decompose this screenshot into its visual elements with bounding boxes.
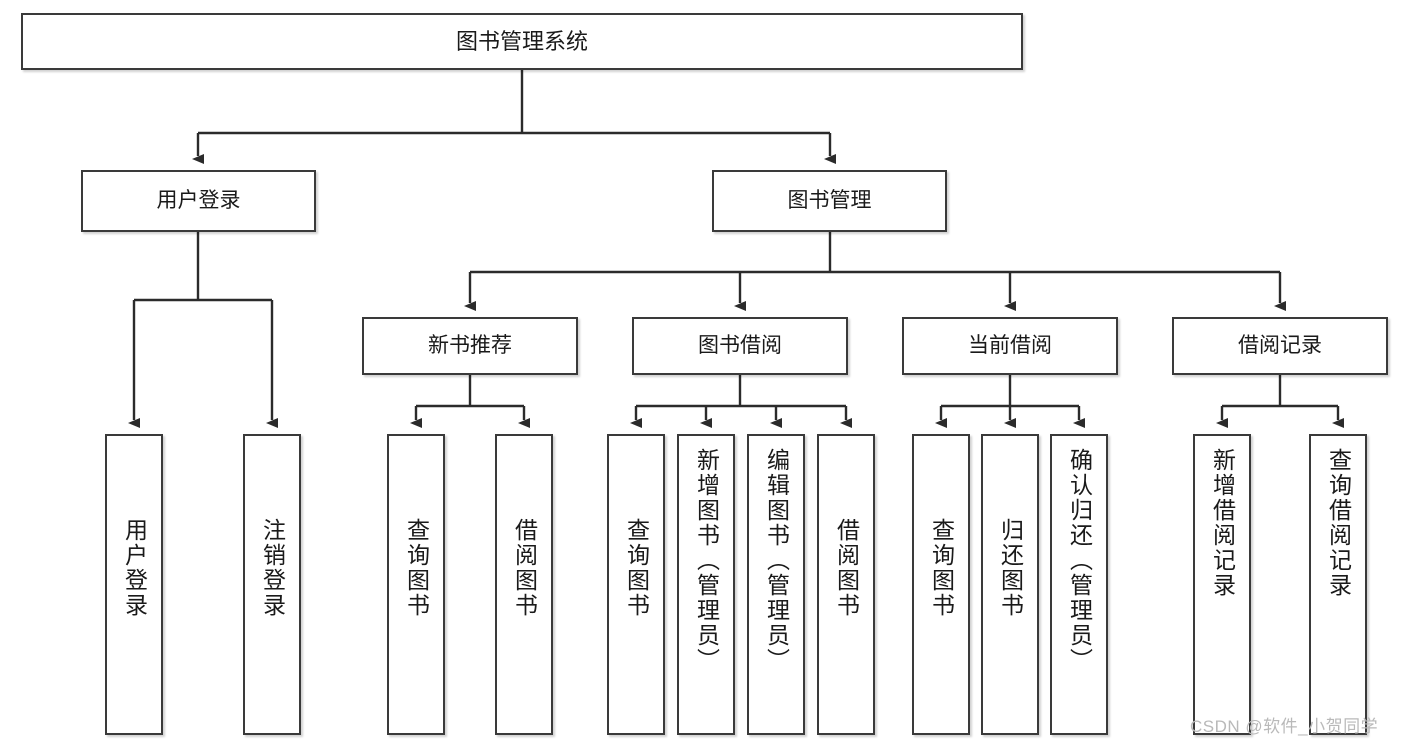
node-root[interactable]: 图书管理系统 xyxy=(21,13,1023,70)
node-leaf-return-book-label: 归还图书 xyxy=(997,518,1024,618)
node-leaf-query-record-label: 查询借阅记录 xyxy=(1325,448,1352,598)
node-book-borrow-label: 图书借阅 xyxy=(698,333,782,357)
node-leaf-borrow-book[interactable]: 借阅图书 xyxy=(817,434,875,735)
node-leaf-query-record[interactable]: 查询借阅记录 xyxy=(1309,434,1367,735)
node-leaf-query-book-rec[interactable]: 查询图书 xyxy=(387,434,445,735)
node-borrow-record-label: 借阅记录 xyxy=(1238,333,1322,357)
node-leaf-edit-book-label: 编辑图书（管理员） xyxy=(763,448,790,673)
node-leaf-add-record-label: 新增借阅记录 xyxy=(1209,448,1236,598)
node-leaf-borrow-book-rec[interactable]: 借阅图书 xyxy=(495,434,553,735)
node-leaf-confirm-return[interactable]: 确认归还（管理员） xyxy=(1050,434,1108,735)
node-leaf-query-book-borrow-label: 查询图书 xyxy=(623,518,650,618)
node-leaf-add-book[interactable]: 新增图书（管理员） xyxy=(677,434,735,735)
node-leaf-query-book-cur[interactable]: 查询图书 xyxy=(912,434,970,735)
node-leaf-confirm-return-label: 确认归还（管理员） xyxy=(1066,448,1093,673)
node-borrow-record[interactable]: 借阅记录 xyxy=(1172,317,1388,375)
node-leaf-borrow-book-rec-label: 借阅图书 xyxy=(511,518,538,618)
node-new-book-rec[interactable]: 新书推荐 xyxy=(362,317,578,375)
node-user-login-label: 用户登录 xyxy=(156,188,241,212)
node-leaf-edit-book[interactable]: 编辑图书（管理员） xyxy=(747,434,805,735)
node-leaf-user-login-label: 用户登录 xyxy=(121,518,148,618)
node-leaf-logout[interactable]: 注销登录 xyxy=(243,434,301,735)
node-leaf-add-book-label: 新增图书（管理员） xyxy=(693,448,720,673)
node-new-book-rec-label: 新书推荐 xyxy=(428,333,512,357)
node-leaf-query-book-cur-label: 查询图书 xyxy=(928,518,955,618)
node-leaf-user-login[interactable]: 用户登录 xyxy=(105,434,163,735)
node-leaf-logout-label: 注销登录 xyxy=(259,518,286,618)
node-current-borrow[interactable]: 当前借阅 xyxy=(902,317,1118,375)
node-current-borrow-label: 当前借阅 xyxy=(968,333,1052,357)
node-book-manage[interactable]: 图书管理 xyxy=(712,170,947,232)
node-leaf-add-record[interactable]: 新增借阅记录 xyxy=(1193,434,1251,735)
watermark: CSDN @软件_小贺同学 xyxy=(1190,717,1379,736)
node-leaf-return-book[interactable]: 归还图书 xyxy=(981,434,1039,735)
node-book-manage-label: 图书管理 xyxy=(787,188,872,212)
node-user-login[interactable]: 用户登录 xyxy=(81,170,316,232)
node-leaf-query-book-rec-label: 查询图书 xyxy=(403,518,430,618)
node-leaf-borrow-book-label: 借阅图书 xyxy=(833,518,860,618)
node-book-borrow[interactable]: 图书借阅 xyxy=(632,317,848,375)
node-root-label: 图书管理系统 xyxy=(455,28,588,54)
node-leaf-query-book-borrow[interactable]: 查询图书 xyxy=(607,434,665,735)
